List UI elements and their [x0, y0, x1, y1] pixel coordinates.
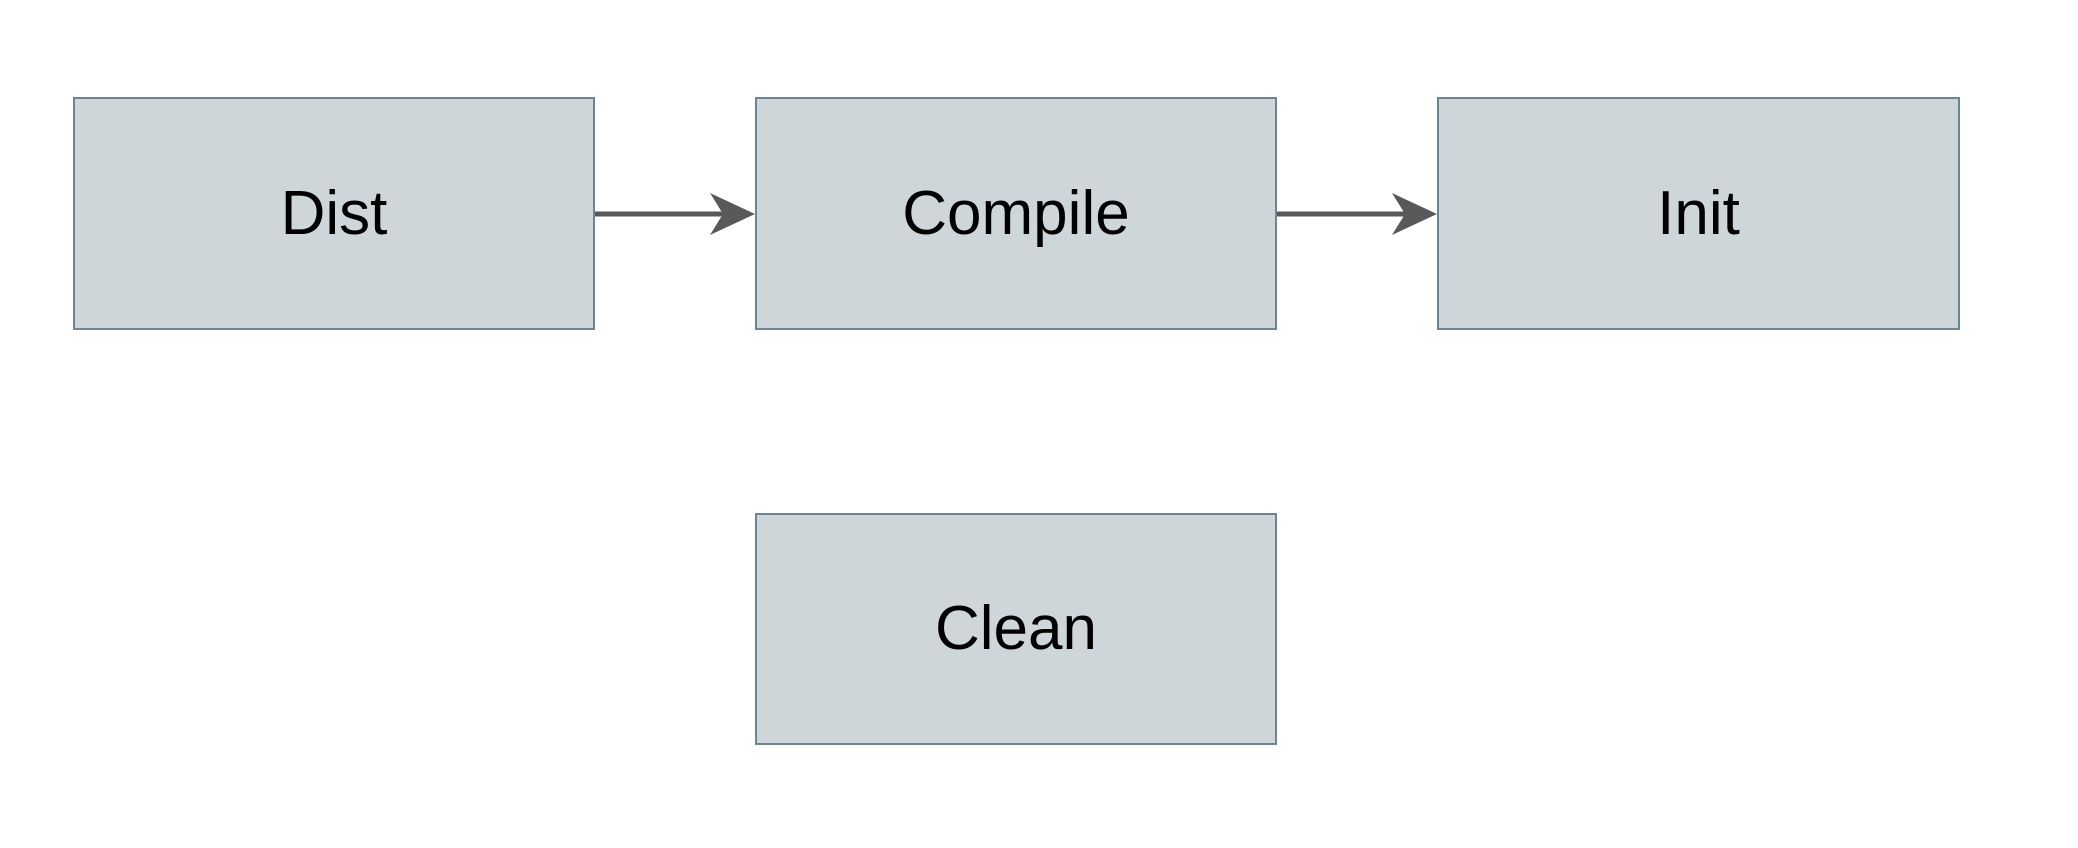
node-compile[interactable]: Compile	[755, 97, 1277, 330]
node-init[interactable]: Init	[1437, 97, 1960, 330]
node-dist-label: Dist	[280, 178, 388, 248]
edge-compile-to-init	[1277, 193, 1437, 235]
node-init-label: Init	[1657, 178, 1740, 248]
arrowhead-icon	[710, 193, 755, 235]
node-clean-label: Clean	[935, 594, 1097, 663]
edge-dist-to-compile	[595, 193, 755, 235]
node-compile-label: Compile	[902, 178, 1130, 248]
node-dist[interactable]: Dist	[73, 97, 595, 330]
arrowhead-icon	[1392, 193, 1437, 235]
node-clean[interactable]: Clean	[755, 513, 1277, 745]
